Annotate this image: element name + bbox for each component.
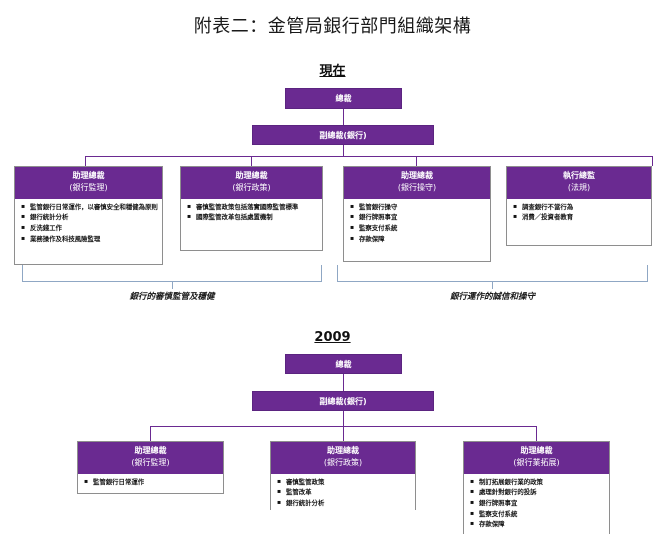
list-item: 監管銀行日常運作 — [82, 477, 219, 488]
list-item: 監管改革 — [275, 487, 411, 498]
y2009-unit-box-2: 助理總裁 (銀行政策) 審慎監管政策 監管改革 銀行統計分析 — [270, 441, 416, 515]
connector-2009-ce-to-deputy — [343, 374, 344, 391]
y2009-unit-2-list: 審慎監管政策 監管改革 銀行統計分析 — [275, 477, 411, 509]
page-title: 附表二：金管局銀行部門組織架構 — [193, 16, 472, 37]
bracket-right-tick — [492, 282, 493, 289]
now-chief-executive-box: 總裁 — [285, 88, 402, 109]
list-item: 存款保障 — [468, 519, 605, 530]
list-item: 處理針對銀行的投訴 — [468, 487, 605, 498]
connector-now-deputy-stem — [343, 145, 344, 156]
y2009-unit-2-header: 助理總裁 (銀行政策) — [271, 442, 415, 474]
connector-now-bus — [85, 156, 652, 157]
now-unit-1-title: 助理總裁 — [72, 171, 105, 180]
list-item: 銀行統計分析 — [275, 498, 411, 509]
now-unit-4-subtitle: (法規) — [567, 183, 591, 193]
now-unit-2-body: 審慎監管政策包括落實國際監管標準 國際監管改革包括處置機制 — [181, 198, 322, 229]
list-item: 國際監管改革包括處置機制 — [185, 212, 318, 223]
now-unit-box-2: 助理總裁 (銀行政策) 審慎監管政策包括落實國際監管標準 國際監管改革包括處置機… — [180, 166, 323, 251]
now-unit-2-list: 審慎監管政策包括落實國際監管標準 國際監管改革包括處置機制 — [185, 202, 318, 223]
section-heading-now: 現在 — [319, 64, 346, 79]
list-item: 制訂拓展銀行業的政策 — [468, 477, 605, 488]
now-unit-3-header: 助理總裁 (銀行操守) — [344, 167, 490, 199]
list-item: 調查銀行不當行為 — [511, 202, 647, 213]
list-item: 存款保障 — [348, 234, 486, 245]
now-unit-3-title: 助理總裁 — [401, 171, 433, 180]
y2009-unit-box-3: 助理總裁 (銀行業拓展) 制訂拓展銀行業的政策 處理針對銀行的投訴 銀行牌照事宜… — [463, 441, 610, 536]
now-unit-1-header: 助理總裁 (銀行監理) — [15, 167, 162, 199]
y2009-unit-1-title: 助理總裁 — [134, 446, 167, 455]
list-item: 監察支付系統 — [348, 223, 486, 234]
now-unit-4-list: 調查銀行不當行為 消費／投資者教育 — [511, 202, 647, 223]
now-unit-4-title: 執行總監 — [563, 171, 595, 180]
now-unit-1-list: 監管銀行日常運作，以審慎安全和穩健為原則 銀行統計分析 反洗錢工作 業務操作及科… — [19, 202, 158, 245]
list-item: 審慎監管政策包括落實國際監管標準 — [185, 202, 318, 213]
connector-2009-drop-1 — [150, 426, 151, 441]
now-unit-3-body: 監管銀行操守 銀行牌照事宜 監察支付系統 存款保障 — [344, 198, 490, 251]
now-deputy-ce-box: 副總裁(銀行) — [252, 125, 434, 145]
now-unit-1-subtitle: (銀行監理) — [69, 183, 108, 193]
connector-now-ce-to-deputy — [343, 109, 344, 125]
y2009-unit-2-body: 審慎監管政策 監管改革 銀行統計分析 — [271, 473, 415, 515]
y2009-unit-3-list: 制訂拓展銀行業的政策 處理針對銀行的投訴 銀行牌照事宜 監察支付系統 存款保障 — [468, 477, 605, 530]
y2009-unit-3-body: 制訂拓展銀行業的政策 處理針對銀行的投訴 銀行牌照事宜 監察支付系統 存款保障 — [464, 473, 609, 536]
y2009-unit-3-subtitle: (銀行業拓展) — [513, 458, 560, 468]
bracket-left-tick — [172, 282, 173, 289]
y2009-unit-3-title: 助理總裁 — [520, 446, 553, 455]
y2009-deputy-ce-box: 副總裁(銀行) — [252, 391, 434, 411]
y2009-unit-3-header: 助理總裁 (銀行業拓展) — [464, 442, 609, 474]
list-item: 銀行牌照事宜 — [348, 212, 486, 223]
section-heading-2009: 2009 — [314, 330, 351, 345]
now-unit-2-header: 助理總裁 (銀行政策) — [181, 167, 322, 199]
bracket-right-label: 銀行運作的誠信和操守 — [449, 292, 535, 302]
list-item: 反洗錢工作 — [19, 223, 158, 234]
y2009-unit-2-subtitle: (銀行政策) — [323, 458, 363, 468]
now-unit-4-header: 執行總監 (法規) — [507, 167, 651, 199]
list-item: 銀行統計分析 — [19, 212, 158, 223]
list-item: 監管銀行操守 — [348, 202, 486, 213]
connector-2009-deputy-stem — [343, 411, 344, 426]
y2009-unit-1-subtitle: (銀行監理) — [131, 458, 170, 468]
connector-now-drop-3 — [416, 156, 417, 166]
y2009-unit-1-list: 監管銀行日常運作 — [82, 477, 219, 488]
now-unit-4-body: 調查銀行不當行為 消費／投資者教育 — [507, 198, 651, 229]
y2009-unit-2-title: 助理總裁 — [327, 446, 359, 455]
now-unit-3-list: 監管銀行操守 銀行牌照事宜 監察支付系統 存款保障 — [348, 202, 486, 245]
connector-now-drop-2 — [251, 156, 252, 166]
list-item: 銀行牌照事宜 — [468, 498, 605, 509]
now-unit-2-subtitle: (銀行政策) — [232, 183, 271, 193]
now-unit-1-body: 監管銀行日常運作，以審慎安全和穩健為原則 銀行統計分析 反洗錢工作 業務操作及科… — [15, 198, 162, 251]
list-item: 業務操作及科技風險監理 — [19, 234, 158, 245]
list-item: 監管銀行日常運作，以審慎安全和穩健為原則 — [19, 202, 158, 213]
y2009-unit-1-header: 助理總裁 (銀行監理) — [78, 442, 223, 474]
list-item: 監察支付系統 — [468, 509, 605, 520]
list-item: 消費／投資者教育 — [511, 212, 647, 223]
bracket-right — [337, 265, 648, 282]
now-unit-box-1: 助理總裁 (銀行監理) 監管銀行日常運作，以審慎安全和穩健為原則 銀行統計分析 … — [14, 166, 163, 265]
y2009-chief-executive-box: 總裁 — [285, 354, 402, 374]
connector-now-drop-4 — [652, 156, 653, 166]
connector-2009-drop-2 — [343, 426, 344, 441]
y2009-unit-1-body: 監管銀行日常運作 — [78, 473, 223, 494]
bracket-left-label: 銀行的審慎監管及穩健 — [129, 292, 215, 302]
bracket-left — [22, 265, 322, 282]
list-item: 審慎監管政策 — [275, 477, 411, 488]
now-unit-box-4: 執行總監 (法規) 調查銀行不當行為 消費／投資者教育 — [506, 166, 652, 246]
now-unit-2-title: 助理總裁 — [235, 171, 268, 180]
connector-now-drop-1 — [85, 156, 86, 166]
now-unit-box-3: 助理總裁 (銀行操守) 監管銀行操守 銀行牌照事宜 監察支付系統 存款保障 — [343, 166, 491, 262]
connector-2009-drop-3 — [536, 426, 537, 441]
y2009-unit-box-1: 助理總裁 (銀行監理) 監管銀行日常運作 — [77, 441, 224, 494]
now-unit-3-subtitle: (銀行操守) — [397, 183, 437, 193]
